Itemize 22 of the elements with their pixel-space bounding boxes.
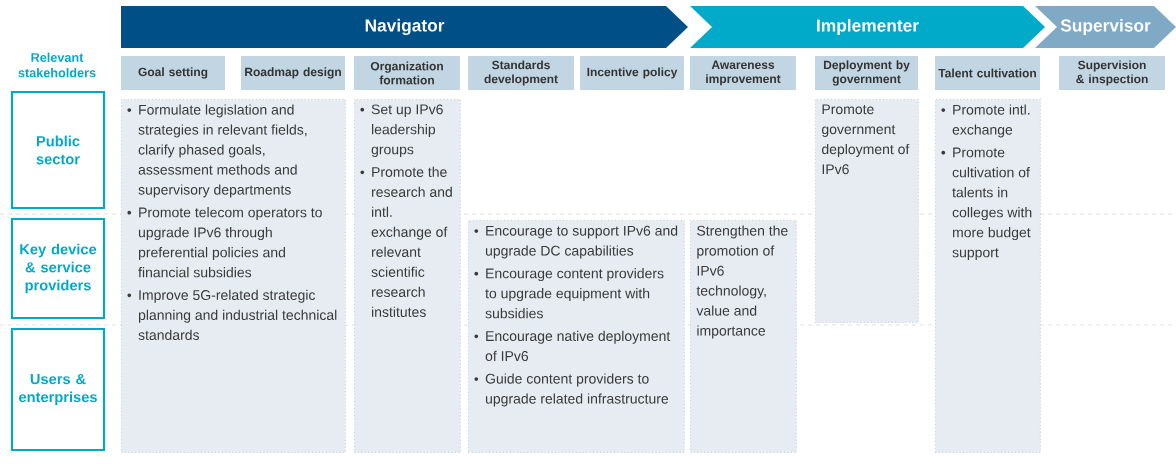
phase-band: Implementer bbox=[690, 6, 1045, 48]
measures-box: Set up IPv6 leadership groups Promote the research and intl. exchange of relevant scientific research institutes bbox=[354, 99, 461, 453]
row-heading-label: Relevant stakeholders bbox=[18, 52, 96, 78]
stakeholder-box: Public sector bbox=[10, 90, 106, 210]
measures-box: Promote intl. exchange Promote cultivation of talents in colleges with more budget support bbox=[935, 99, 1041, 453]
column-header: Organization formation bbox=[354, 56, 460, 90]
measures-box: Formulate legislation and strategies in relevant fields, clarify phased goals, assessment methods and supervisory departments Promote telecom operators to upgrade IPv6 through preferential policies and financial subsidies Improve 5G-related strategic planning and industrial technical standards bbox=[121, 99, 346, 453]
stakeholder-box: Key device & service providers bbox=[10, 217, 106, 320]
measures-box: Promote government deployment of IPv6 bbox=[815, 99, 919, 323]
phase-band: Navigator bbox=[121, 6, 688, 48]
column-header: Deployment by government bbox=[815, 56, 918, 90]
column-header: Standards development bbox=[468, 56, 574, 90]
column-header: Incentive policy bbox=[580, 56, 684, 90]
column-header: Awareness improvement bbox=[690, 56, 796, 90]
measures-box: Encourage to support IPv6 and upgrade DC capabilities Encourage content providers to upgrade equipment with subsidies Encourage native deployment of IPv6 Guide content providers to upgrade related infrastructure bbox=[468, 220, 685, 453]
column-header: Roadmap design bbox=[241, 56, 345, 90]
measures-box: Strengthen the promotion of IPv6 technology, value and importance bbox=[690, 220, 797, 453]
stakeholder-box: Users & enterprises bbox=[10, 327, 106, 452]
phase-band: Supervisor bbox=[1035, 6, 1176, 48]
column-header: Supervision & inspection bbox=[1059, 56, 1165, 90]
column-header: Talent cultivation bbox=[935, 56, 1040, 90]
column-header: Goal setting bbox=[121, 56, 225, 90]
